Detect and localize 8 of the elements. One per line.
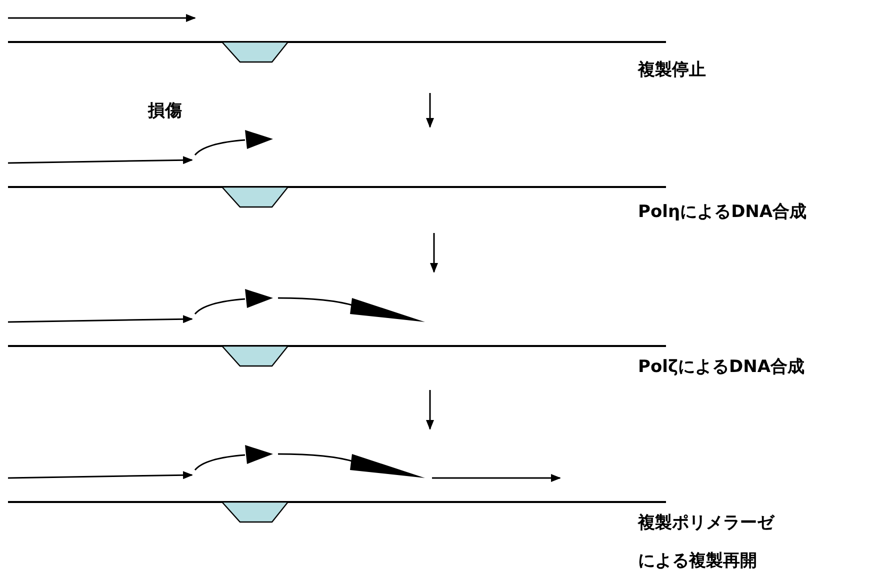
step-label: PolζによるDNA合成 [638, 356, 806, 379]
down-arrow [426, 390, 434, 430]
lesion-label: 損傷 [148, 100, 182, 123]
step-label: PolηによるDNA合成 [638, 201, 808, 224]
step-label: 複製停止 [638, 59, 707, 82]
step-label: 複製ポリメラーゼによる複製再開 [638, 512, 776, 573]
down-arrow [426, 93, 434, 128]
down-arrow [430, 233, 438, 273]
